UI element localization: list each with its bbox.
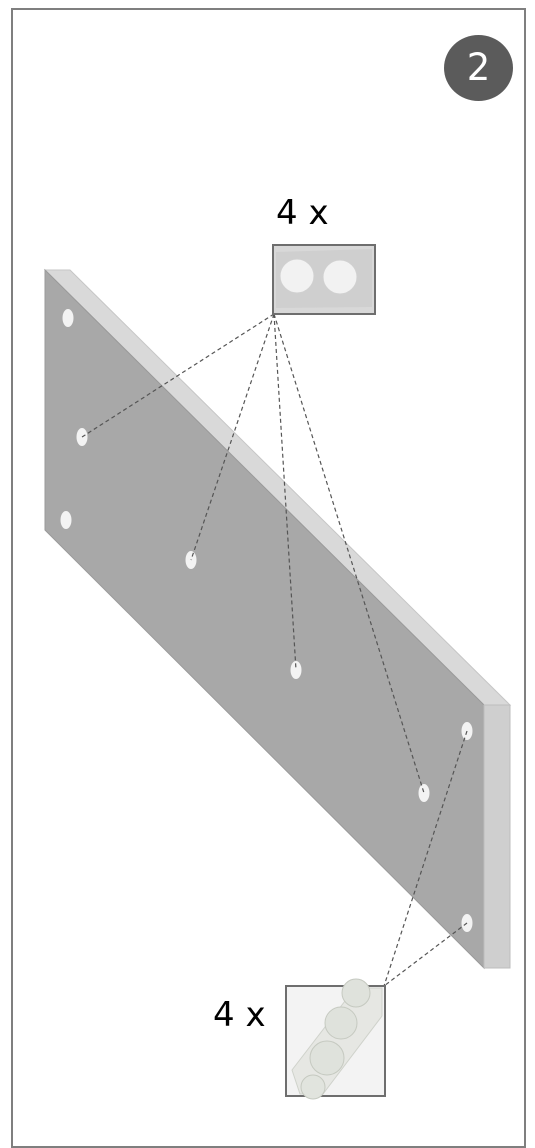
rubber-bumper-strip-icon: [285, 978, 386, 1100]
hole-dot: [62, 309, 74, 327]
leader-line: [383, 922, 468, 987]
leader-line: [383, 730, 468, 987]
leader-line: [273, 313, 297, 671]
felt-pad-sheet-icon: [272, 244, 376, 315]
hole-dot: [60, 511, 72, 529]
hole-dot: [290, 661, 302, 679]
leader-line: [190, 313, 275, 561]
step-number-badge: 2: [444, 35, 513, 101]
leader-line: [81, 313, 275, 438]
panel-side-face: [483, 704, 511, 969]
hole-dot: [418, 784, 430, 802]
bottom-quantity-label: 4 x: [213, 995, 266, 1035]
hole-dot: [76, 428, 88, 446]
top-quantity-label: 4 x: [276, 193, 329, 233]
